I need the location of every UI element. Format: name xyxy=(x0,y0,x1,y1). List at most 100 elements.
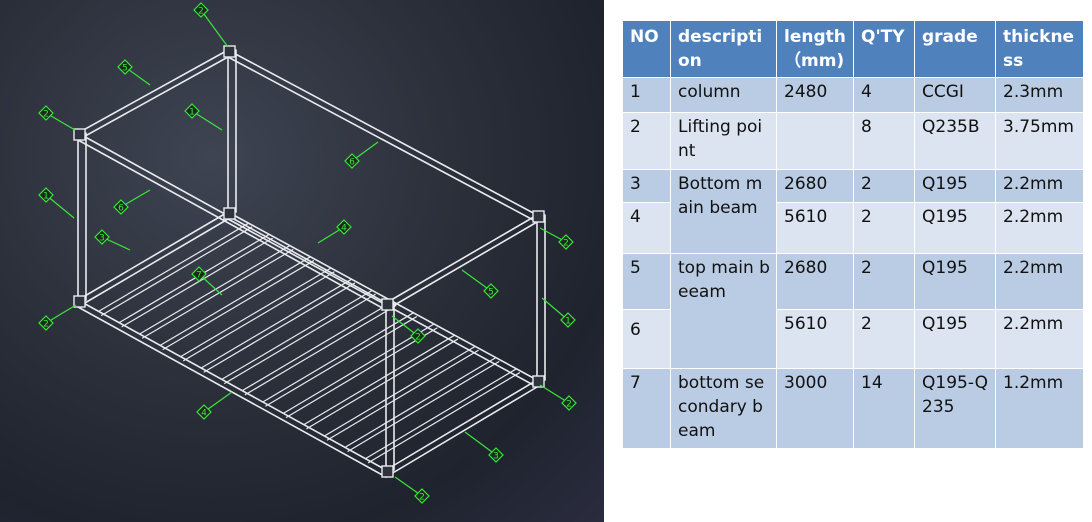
lifting-point xyxy=(532,210,545,223)
bottom-secondary-beam xyxy=(200,278,353,369)
cell-thickness: 2.2mm xyxy=(995,202,1084,254)
bottom-secondary-beam xyxy=(180,267,332,358)
callout-diamond xyxy=(336,219,352,235)
bottom-main-beam xyxy=(385,386,538,478)
callout-diamond xyxy=(196,404,212,420)
callout-label: 2 xyxy=(419,493,425,503)
cell-grade: Q235B xyxy=(914,112,996,170)
lifting-point xyxy=(381,298,394,311)
cell-thickness: 1.2mm xyxy=(995,368,1084,449)
bottom-main-beam xyxy=(227,211,538,381)
callout-label: 1 xyxy=(565,317,571,327)
cell-description: column xyxy=(670,77,777,113)
top-end-beam xyxy=(77,56,229,141)
bottom-secondary-beam xyxy=(221,289,373,380)
callout-diamond xyxy=(94,229,110,245)
callout-leader xyxy=(464,431,497,456)
cell-grade: Q195-Q235 xyxy=(914,368,996,449)
cell-length: 2680 xyxy=(776,253,854,310)
part-callout-2: 2 xyxy=(193,2,229,48)
bottom-secondary-beam xyxy=(241,301,394,392)
bottom-secondary-beam xyxy=(285,327,438,418)
cell-length: 2480 xyxy=(776,77,854,113)
table-header-row: NO description length（mm) Q'TY grade thi… xyxy=(622,20,1084,78)
header-grade: grade xyxy=(914,20,996,78)
cell-thickness: 3.75mm xyxy=(995,112,1084,170)
bottom-secondary-beam xyxy=(142,249,294,339)
callout-diamond xyxy=(184,103,200,119)
cell-qty: 2 xyxy=(853,253,915,310)
callout-leader xyxy=(541,297,569,321)
table-row: 4 5610 2 Q195 2.2mm xyxy=(622,202,1084,254)
callout-leader xyxy=(45,194,75,219)
callout-diamond xyxy=(483,283,499,299)
part-callout-4: 4 xyxy=(196,391,233,420)
callout-label: 7 xyxy=(196,271,202,281)
callout-label: 4 xyxy=(341,224,347,234)
cell-thickness: 2.3mm xyxy=(995,77,1084,113)
cell-qty: 2 xyxy=(853,169,915,203)
lifting-point xyxy=(381,465,394,478)
callout-diamond xyxy=(193,2,209,18)
callout-label: 2 xyxy=(415,333,421,343)
callout-diamond xyxy=(344,153,360,169)
callout-label: 3 xyxy=(99,234,105,244)
bottom-secondary-beam xyxy=(203,282,356,373)
callout-label: 6 xyxy=(349,158,355,168)
cell-length: 3000 xyxy=(776,368,854,449)
callout-label: 1 xyxy=(189,108,195,118)
part-callout-5: 5 xyxy=(461,269,499,299)
header-qty: Q'TY xyxy=(853,20,915,78)
bottom-secondary-beam xyxy=(344,357,497,448)
top-main-beam xyxy=(77,139,387,311)
table-row: 1 column 2480 4 CCGI 2.3mm xyxy=(622,77,1084,113)
bottom-main-beam xyxy=(77,299,387,471)
callout-diamond xyxy=(414,488,430,504)
bottom-secondary-beam xyxy=(118,233,270,324)
part-callout-2: 2 xyxy=(539,227,574,250)
cell-thickness: 2.2mm xyxy=(995,253,1084,310)
cell-no: 4 xyxy=(622,202,671,254)
callout-leader xyxy=(45,304,77,324)
cell-description: Bottom main beam xyxy=(670,169,777,254)
callout-label: 6 xyxy=(118,204,124,214)
callout-diamond xyxy=(560,312,576,328)
table-row: 3 Bottom main beam 2680 2 Q195 2.2mm xyxy=(622,169,1084,254)
bottom-end-beam xyxy=(77,211,229,301)
top-end-beam xyxy=(385,214,538,304)
cell-qty: 4 xyxy=(853,77,915,113)
table-row: 2 Lifting point 8 Q235B 3.75mm xyxy=(622,112,1084,170)
cell-length: 2680 xyxy=(776,169,854,203)
part-callout-6: 6 xyxy=(113,189,151,215)
cell-grade: Q195 xyxy=(914,202,996,254)
bottom-secondary-beam xyxy=(303,334,456,426)
callout-label: 2 xyxy=(43,110,49,120)
callout-diamond xyxy=(38,315,54,331)
part-callout-2: 2 xyxy=(539,384,577,411)
part-callout-7: 7 xyxy=(191,266,223,296)
part-callout-4: 4 xyxy=(317,219,352,244)
cell-no: 3 xyxy=(622,169,671,203)
part-callout-2: 2 xyxy=(38,105,76,131)
callout-diamond xyxy=(38,105,54,121)
part-callout-1: 1 xyxy=(38,187,75,219)
bottom-end-beam xyxy=(77,218,229,308)
cell-description: bottom secondary beam xyxy=(670,368,777,449)
cell-thickness: 2.2mm xyxy=(995,309,1084,369)
callout-diamond xyxy=(561,395,577,411)
callout-diamond xyxy=(191,266,207,282)
cell-grade: Q195 xyxy=(914,253,996,310)
top-main-beam xyxy=(227,56,538,223)
callout-label: 4 xyxy=(201,409,207,419)
callout-diamond xyxy=(113,199,129,215)
callout-leader xyxy=(203,391,233,413)
lifting-point xyxy=(223,207,236,220)
part-callout-1: 1 xyxy=(184,103,223,131)
top-main-beam xyxy=(227,49,538,216)
cell-length: 5610 xyxy=(776,202,854,254)
bottom-secondary-beam xyxy=(224,293,376,384)
lifting-point xyxy=(223,45,236,58)
part-callout-2: 2 xyxy=(391,315,426,344)
callout-diamond xyxy=(38,187,54,203)
